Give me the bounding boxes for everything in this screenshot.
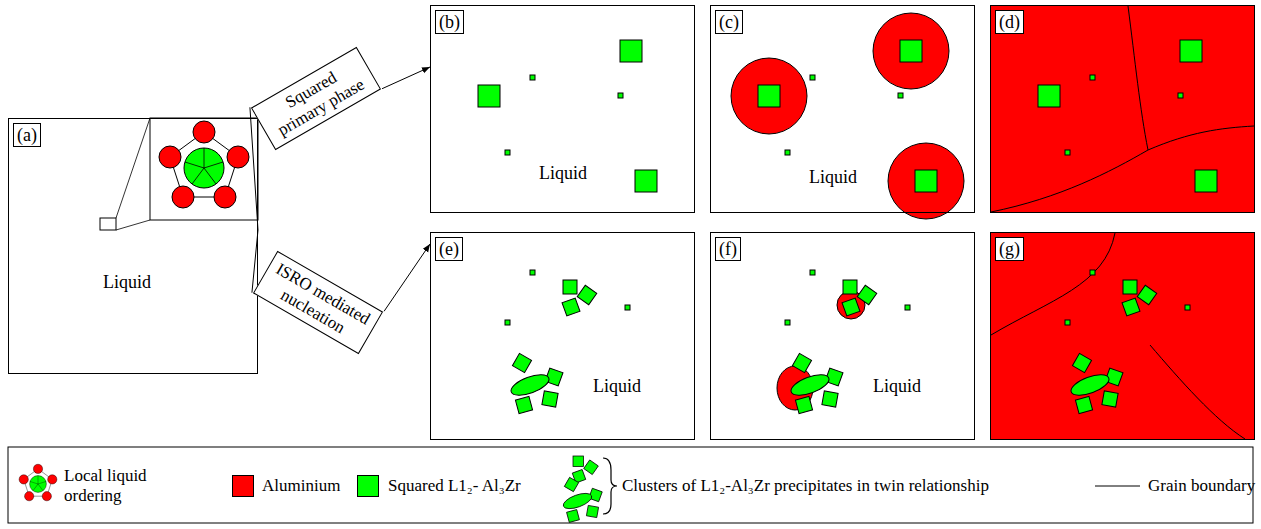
connector-line — [250, 107, 258, 230]
legend-text: Clusters of L1₂-Al₃Zr precipitates in tw… — [622, 476, 1022, 496]
panel-label: (a) — [13, 123, 41, 147]
panel-label: (c) — [715, 10, 743, 34]
step-box: ISRO mediated nucleation — [253, 250, 383, 354]
panel-label: (e) — [435, 237, 463, 261]
panel: (g) — [990, 232, 1255, 440]
phase-label: Liquid — [591, 375, 643, 397]
phase-label: Liquid — [101, 271, 153, 293]
panel: (d) — [990, 5, 1255, 213]
connector-line — [382, 67, 430, 89]
phase-label: Liquid — [807, 166, 859, 188]
legend-text: Aluminium — [262, 476, 340, 496]
panel-label: (f) — [715, 237, 741, 261]
step-box: Squared primary phase — [251, 46, 381, 150]
legend-swatch — [232, 475, 254, 497]
phase-label: Liquid — [537, 162, 589, 184]
legend-swatch — [357, 475, 379, 497]
step-label: Squared primary phase — [259, 54, 372, 142]
panel: (b) Liquid — [430, 5, 695, 213]
panel: (a) Liquid — [8, 118, 258, 374]
step-label: ISRO mediated nucleation — [261, 258, 374, 346]
panel-label: (b) — [435, 10, 464, 34]
legend-text: Local liquid ordering — [64, 466, 184, 505]
legend-text: Squared L1₂- Al₃Zr — [388, 476, 521, 496]
panel-label: (g) — [995, 237, 1024, 261]
connector-line — [384, 244, 430, 311]
panel: (c) Liquid — [710, 5, 975, 213]
phase-label: Liquid — [871, 375, 923, 397]
panel-label: (d) — [995, 10, 1024, 34]
legend-text: Grain boundary — [1148, 476, 1255, 496]
panel: (f) Liquid — [710, 232, 975, 440]
panel: (e) Liquid — [430, 232, 695, 440]
